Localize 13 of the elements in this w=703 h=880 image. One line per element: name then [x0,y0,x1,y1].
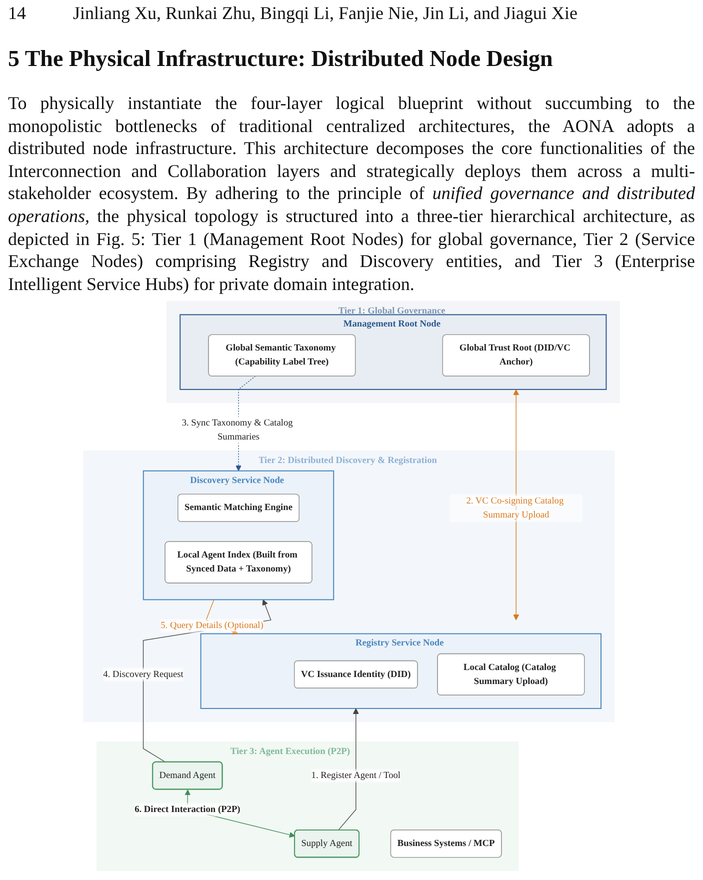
edge-label: 6. Direct Interaction (P2P) [134,804,240,815]
running-header: Jinliang Xu, Runkai Zhu, Bingqi Li, Fanjie Nie, Jin Li, and Jiagui Xie [73,3,578,24]
arrow [513,389,520,620]
edge-label: 4. Discovery Request [103,669,184,680]
edge-label: 2. VC Co-signing Catalog Summary Upload [466,496,564,520]
edge-label: 5. Query Details (Optional) [160,620,264,631]
body-paragraph: To physically instantiate the four-layer logical blueprint without succumbing to the monopolistic bottlenecks of traditional centralized architectures, the AONA adopts a distributed node infrastructure. This architecture decomposes the core functionalities of the Interconnection and Collaboration layers and strategically deploys them across a multi-stakeholder ecosystem. By adhering to the principle of unified governance and distributed operations, the physical topology is structured into a three-tier hierarchical architecture, as depicted in Fig. 5: Tier 1 (Management Root Nodes) for global governance, Tier 2 (Service Exchange Nodes) comprising Registry and Discovery entities, and Tier 3 (Enterprise Intelligent Service Hubs) for private domain integration. [8,92,695,296]
section-heading: 5 The Physical Infrastructure: Distributed Node Design [8,46,553,72]
page-number: 14 [8,3,26,24]
edge-label: 1. Register Agent / Tool [311,770,401,781]
arrow [236,376,256,472]
edge-label: 3. Sync Taxonomy & Catalog Summaries [182,418,293,442]
arrow [338,708,359,830]
